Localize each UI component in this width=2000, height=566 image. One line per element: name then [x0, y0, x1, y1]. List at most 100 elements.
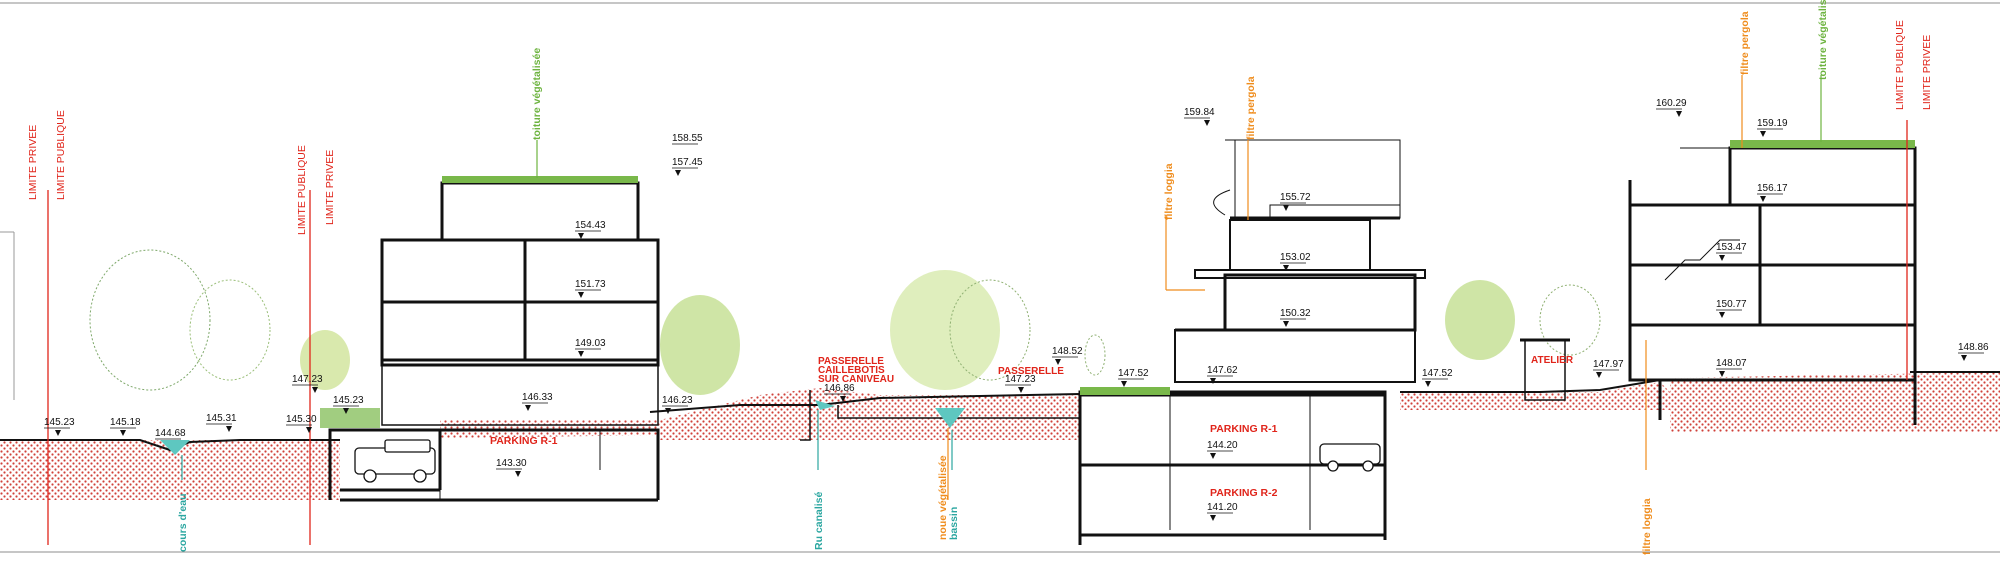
limite-privee-label-1: LIMITE PRIVEE [27, 125, 39, 200]
parking-r2-label: PARKING R-2 [1210, 487, 1278, 499]
level-marker: 144.20 [1207, 440, 1238, 459]
filtre-pergola-label-1: filtre pergola [1245, 76, 1257, 140]
svg-text:154.43: 154.43 [575, 220, 606, 231]
svg-text:149.03: 149.03 [575, 338, 606, 349]
svg-text:144.20: 144.20 [1207, 440, 1238, 451]
car-icon [1319, 443, 1381, 472]
level-marker: 148.86 [1958, 342, 1989, 361]
level-marker: 147.52 [1422, 368, 1453, 387]
svg-text:147.23: 147.23 [292, 374, 323, 385]
cours-deau-label: cours d'eau [177, 493, 189, 552]
level-marker: 148.52 [1052, 346, 1083, 365]
svg-text:146.23: 146.23 [662, 395, 693, 406]
svg-text:159.19: 159.19 [1757, 118, 1788, 129]
level-marker: 156.17 [1757, 183, 1788, 202]
svg-text:156.17: 156.17 [1757, 183, 1788, 194]
svg-text:153.02: 153.02 [1280, 252, 1311, 263]
passerelle-label: PASSERELLE [998, 366, 1064, 377]
level-marker: 143.30 [496, 458, 527, 477]
level-marker: 147.23 [1005, 374, 1036, 393]
level-marker: 159.84 [1184, 107, 1215, 126]
level-marker: 146.86 [824, 383, 855, 402]
level-marker: 147.62 [1207, 365, 1238, 384]
limite-privee-label-2: LIMITE PRIVEE [324, 150, 336, 225]
level-marker: 155.72 [1280, 192, 1311, 211]
svg-text:143.30: 143.30 [496, 458, 527, 469]
level-marker: 159.19 [1757, 118, 1788, 137]
level-marker: 158.55 [672, 133, 703, 145]
level-marker: 150.32 [1280, 308, 1311, 327]
svg-text:160.29: 160.29 [1656, 98, 1687, 109]
filtre-loggia-label-2: filtre loggia [1641, 498, 1653, 555]
filtre-loggia-label-1: filtre loggia [1163, 163, 1175, 220]
passerelle-caillebotis-label-1: PASSERELLE [818, 356, 884, 367]
passerelle-caillebotis-label-2: CAILLEBOTIS [818, 365, 885, 376]
svg-text:145.30: 145.30 [286, 414, 317, 425]
level-marker: 160.29 [1656, 98, 1687, 117]
toiture-vegetalisee-label-1: toiture végétalisée [531, 48, 543, 140]
level-marker: 147.97 [1593, 359, 1624, 378]
green-roof-2 [1080, 387, 1170, 395]
building-3 [1628, 146, 1917, 425]
level-marker: 146.33 [522, 392, 553, 411]
level-marker: 153.02 [1280, 252, 1311, 271]
building-2 [1078, 139, 1426, 545]
level-marker: 151.73 [575, 279, 606, 298]
level-marker: 150.77 [1716, 299, 1747, 318]
svg-text:147.62: 147.62 [1207, 365, 1238, 376]
svg-text:147.52: 147.52 [1422, 368, 1453, 379]
horizontal-labels: PASSERELLE CAILLEBOTIS SUR CANIVEAU PASS… [490, 355, 1574, 499]
level-marker: 141.20 [1207, 502, 1238, 521]
level-marker: 149.03 [575, 338, 606, 357]
green-roof-1 [442, 176, 638, 183]
svg-text:155.72: 155.72 [1280, 192, 1311, 203]
ground-soil [0, 372, 2000, 500]
filtre-pergola-label-2: filtre pergola [1739, 11, 1751, 75]
planted-slab-1 [320, 408, 380, 428]
limite-publique-label-3: LIMITE PUBLIQUE [1894, 20, 1906, 110]
limit-lines [47, 120, 1908, 545]
svg-text:157.45: 157.45 [672, 157, 703, 168]
level-marker: 153.47 [1716, 242, 1747, 261]
svg-text:158.55: 158.55 [672, 133, 703, 144]
left-building-fragment [0, 231, 15, 400]
level-marker: 145.31 [206, 413, 237, 432]
atelier-label: ATELIER [1531, 355, 1574, 366]
svg-text:159.84: 159.84 [1184, 107, 1215, 118]
parking-r1-label-2: PARKING R-1 [1210, 423, 1278, 435]
svg-text:148.07: 148.07 [1716, 358, 1747, 369]
level-marker: 145.30 [286, 414, 317, 433]
svg-text:146.86: 146.86 [824, 383, 855, 394]
svg-text:150.32: 150.32 [1280, 308, 1311, 319]
atelier-shed [1520, 338, 1570, 401]
green-roof-3 [1730, 140, 1915, 148]
svg-text:148.86: 148.86 [1958, 342, 1989, 353]
svg-text:145.18: 145.18 [110, 417, 141, 428]
level-marker: 148.07 [1716, 358, 1747, 377]
level-marker: 154.43 [575, 220, 606, 239]
svg-text:153.47: 153.47 [1716, 242, 1747, 253]
level-markers: 145.23 145.18 144.68 145.31 145.30 147.2… [44, 98, 1989, 521]
bassin-label: bassin [948, 507, 960, 540]
svg-text:145.23: 145.23 [44, 417, 75, 428]
svg-text:145.31: 145.31 [206, 413, 237, 424]
level-marker: 145.18 [110, 417, 141, 436]
limite-privee-label-3: LIMITE PRIVEE [1921, 35, 1933, 110]
level-marker: 157.45 [672, 157, 703, 176]
level-marker: 144.68 [155, 428, 186, 440]
svg-text:148.52: 148.52 [1052, 346, 1083, 357]
limite-publique-label-1: LIMITE PUBLIQUE [55, 110, 67, 200]
svg-text:144.68: 144.68 [155, 428, 186, 439]
svg-text:147.23: 147.23 [1005, 374, 1036, 385]
canal [160, 390, 1080, 455]
svg-text:141.20: 141.20 [1207, 502, 1238, 513]
vertical-labels: LIMITE PRIVEE LIMITE PUBLIQUE LIMITE PUB… [27, 0, 1933, 555]
level-marker: 145.23 [44, 417, 75, 436]
level-marker: 146.23 [662, 395, 693, 414]
noue-vegetalisee-label: noue végétalisée [937, 455, 949, 540]
svg-text:151.73: 151.73 [575, 279, 606, 290]
svg-text:147.97: 147.97 [1593, 359, 1624, 370]
level-marker: 147.23 [292, 374, 323, 393]
